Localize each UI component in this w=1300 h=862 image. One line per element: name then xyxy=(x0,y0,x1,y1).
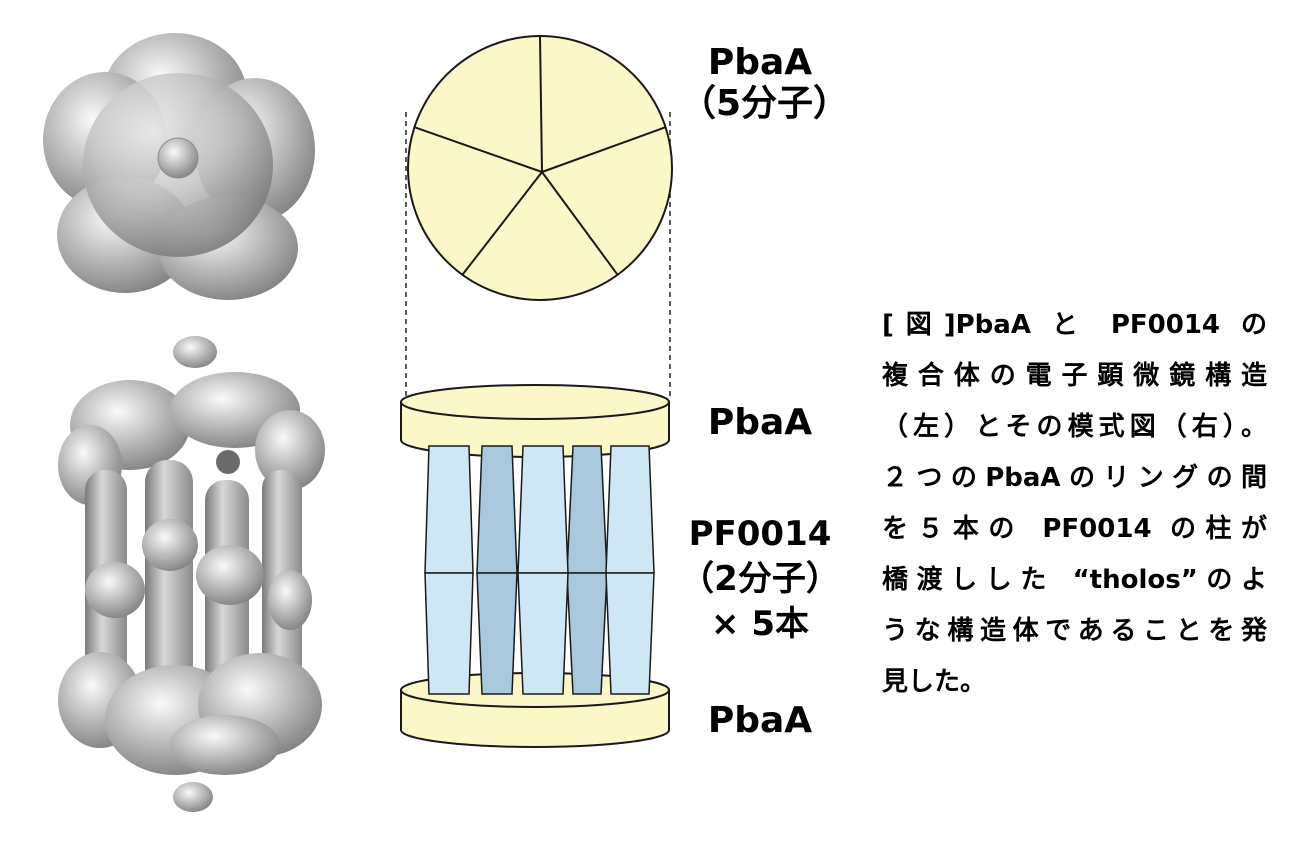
label-pf0014-name: PF0014 xyxy=(688,514,832,554)
pf0014-pillar-lower-half xyxy=(566,572,608,695)
pentamer-spoke xyxy=(414,126,543,173)
caption-line: を５本の PF0014 の柱が xyxy=(882,514,1267,544)
caption-line: 橋渡しした “tholos”のよ xyxy=(882,565,1267,595)
label-pbaa-pentamer-count: （5分子） xyxy=(680,83,850,125)
caption-line: ２つのPbaAのリングの間 xyxy=(882,463,1267,493)
em-density-top-view xyxy=(43,33,315,300)
label-pbaa-pentamer-name: PbaA xyxy=(707,42,813,83)
pentamer-spoke xyxy=(541,126,666,173)
pentamer-spoke xyxy=(539,35,543,173)
em-density-small-blob-lower xyxy=(173,782,213,812)
pf0014-pillar-lower-half xyxy=(605,572,655,695)
pentamer-spoke xyxy=(541,171,619,276)
pentamer-spoke xyxy=(461,171,543,276)
ring-top-top-face xyxy=(400,384,670,420)
pf0014-pillar-upper-half xyxy=(566,445,608,574)
label-pf0014-pillars: PF0014 （2分子） × 5本 xyxy=(672,512,848,647)
pbaa-ring-top xyxy=(400,384,670,458)
em-density-small-blob-upper xyxy=(173,336,217,368)
caption-line: [図]PbaA と PF0014 の xyxy=(882,310,1267,340)
label-pbaa-ring-bottom: PbaA xyxy=(707,700,813,741)
pentamer-spokes xyxy=(414,35,666,276)
caption-line: （左）とその模式図（右）。 xyxy=(882,412,1267,442)
pf0014-pillar-lower-half xyxy=(517,572,569,695)
top-view-center-knob xyxy=(157,137,199,179)
pf0014-pillar-lower-half xyxy=(424,572,474,695)
pf0014-pillar-upper-half xyxy=(517,445,569,574)
figure-caption: [図]PbaA と PF0014 の 複合体の電子顕微鏡構造 （左）とその模式図… xyxy=(882,300,1267,708)
pf0014-pillar-lower-half xyxy=(476,572,518,695)
label-pbaa-ring-top: PbaA xyxy=(707,402,813,443)
label-pf0014-count: （2分子） xyxy=(680,558,840,599)
pf0014-pillars xyxy=(424,445,655,695)
caption-line: 見した。 xyxy=(882,667,987,697)
em-density-side-view xyxy=(58,372,325,775)
caption-line: うな構造体であることを発 xyxy=(882,616,1267,646)
pf0014-pillar-upper-half xyxy=(605,445,655,574)
caption-line: 複合体の電子顕微鏡構造 xyxy=(882,361,1267,391)
pf0014-pillar-upper-half xyxy=(424,445,474,574)
pf0014-pillar-upper-half xyxy=(476,445,518,574)
label-pbaa-pentamer: PbaA （5分子） xyxy=(680,42,850,125)
label-pf0014-multiplier: × 5本 xyxy=(711,603,809,644)
pbaa-pentamer-top-view xyxy=(407,35,673,301)
